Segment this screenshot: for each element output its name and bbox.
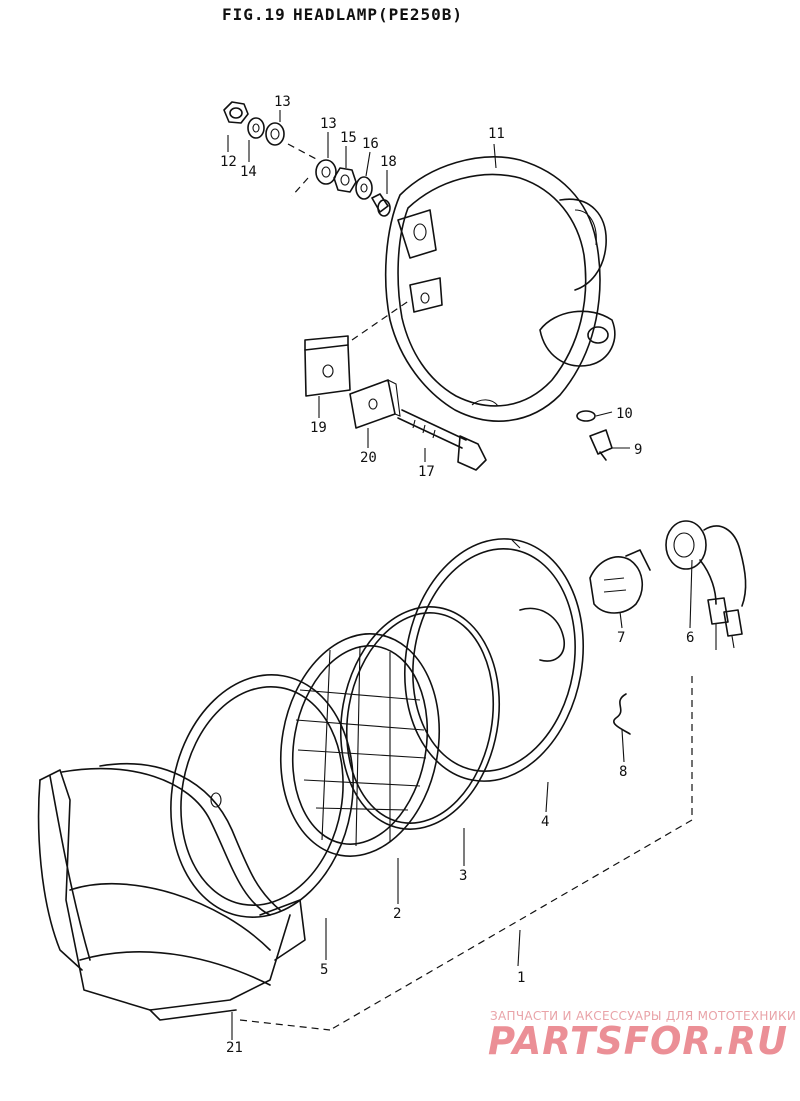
part-13-washer-a [265, 122, 285, 146]
part-12-nut [223, 101, 249, 124]
callout-leaders [227, 110, 693, 1040]
part-9-screw [589, 429, 613, 461]
callout-13b: 13 [320, 116, 337, 132]
part-8-spring [613, 693, 631, 735]
fig-label: FIG.19 [222, 5, 286, 24]
axis-line-left [291, 177, 309, 197]
callout-14: 14 [240, 164, 257, 180]
callout-19: 19 [310, 420, 327, 436]
part-18-spacer [371, 193, 391, 217]
part-17-bolt [397, 409, 487, 471]
callout-15: 15 [340, 130, 357, 146]
axis-line-bolt [287, 143, 319, 161]
callout-16: 16 [362, 136, 379, 152]
part-19-bracket [304, 335, 351, 397]
callout-11: 11 [488, 126, 505, 142]
part-16-washer [355, 176, 373, 200]
part-6-socket-wiring [665, 520, 747, 650]
watermark-tagline: ЗАПЧАСТИ И АКСЕССУАРЫ ДЛЯ МОТОТЕХНИКИ [490, 1009, 796, 1023]
callout-8: 8 [619, 764, 627, 780]
part-7-bulb [589, 549, 651, 614]
part-15-nut [333, 167, 357, 193]
callout-7: 7 [617, 630, 625, 646]
watermark: ЗАПЧАСТИ И АКСЕССУАРЫ ДЛЯ МОТОТЕХНИКИ PA… [488, 1009, 796, 1063]
axis-line-assembly-1b [239, 1019, 331, 1031]
callout-18: 18 [380, 154, 397, 170]
part-21-headlamp-guard [37, 762, 306, 1021]
callout-3: 3 [459, 868, 467, 884]
callout-20: 20 [360, 450, 377, 466]
callout-17: 17 [418, 464, 435, 480]
axis-line-assembly-1 [329, 676, 693, 1031]
watermark-brand: PARTSFOR.RU [488, 1019, 788, 1063]
callout-13a: 13 [274, 94, 291, 110]
part-10-washer [576, 410, 596, 422]
callout-6: 6 [686, 630, 694, 646]
part-14-washer [247, 117, 265, 139]
callout-10: 10 [616, 406, 633, 422]
axis-line-bracket [351, 299, 411, 341]
part-13-washer-b [315, 159, 337, 185]
callout-4: 4 [541, 814, 549, 830]
part-2-lens [279, 633, 441, 857]
part-11-headlamp-housing [384, 156, 616, 422]
callout-9: 9 [634, 442, 642, 458]
callout-1: 1 [517, 970, 525, 986]
diagram-title: HEADLAMP [293, 5, 378, 24]
callout-21: 21 [226, 1040, 243, 1056]
part-20-damper [349, 379, 401, 429]
model-code: (PE250B) [378, 5, 463, 24]
part-5-rim [170, 674, 354, 918]
part-3-ring [339, 606, 501, 830]
callout-5: 5 [320, 962, 328, 978]
callout-12: 12 [220, 154, 237, 170]
callout-2: 2 [393, 906, 401, 922]
